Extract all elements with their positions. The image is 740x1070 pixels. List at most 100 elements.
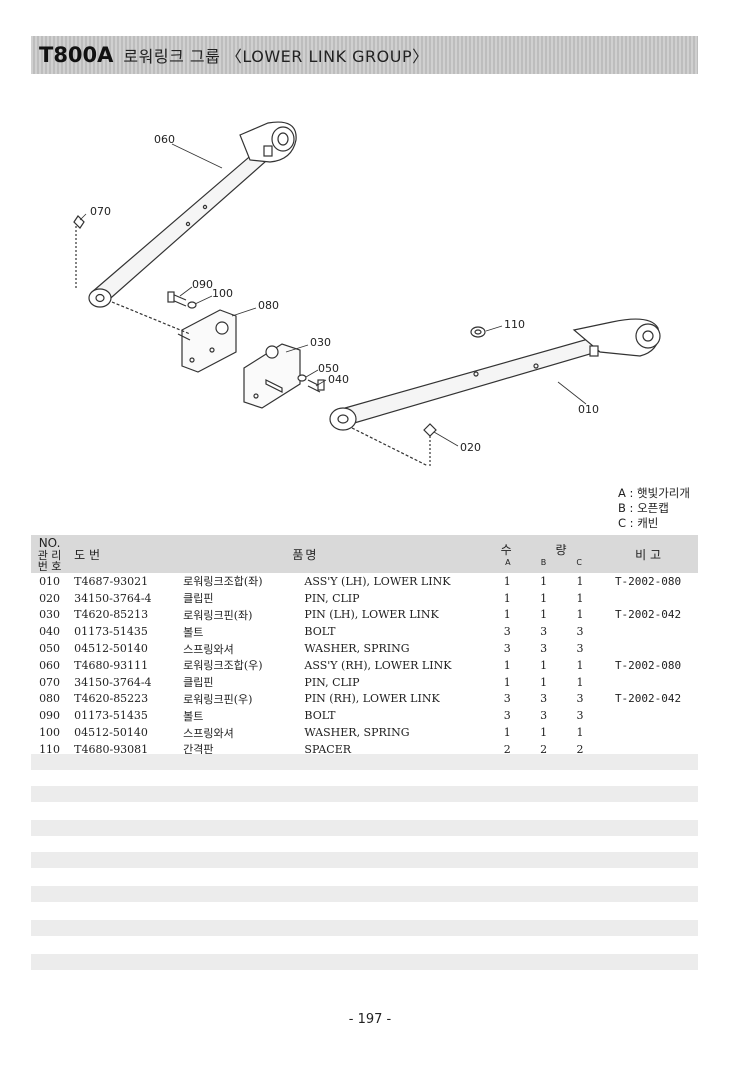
- cell-a: 1: [503, 658, 511, 672]
- cell-b: 3: [540, 709, 548, 723]
- cell-b: 3: [540, 642, 548, 656]
- cell-a: 1: [503, 608, 511, 622]
- clip-pin-part-070: [73, 215, 85, 288]
- cell-part: 01173-51435: [74, 709, 148, 723]
- cell-kor: 볼트: [183, 709, 204, 723]
- cell-rem: T-2002-042: [614, 692, 682, 706]
- lower-link-pin-rh-part: [111, 301, 237, 373]
- cell-rem: T-2002-042: [614, 608, 682, 622]
- callout-080: 080: [258, 299, 279, 312]
- cell-kor: 스프링와셔: [183, 726, 234, 740]
- legend-b: B : 오픈캡: [618, 501, 669, 515]
- cell-no: 050: [39, 642, 61, 656]
- callout-070: 070: [90, 205, 111, 218]
- header-name-1: 품: [183, 535, 305, 573]
- cell-kor: 로워링크조합(우): [183, 659, 263, 673]
- cell-desc: SPACER: [304, 742, 352, 756]
- parts-table-header: NO. 관 리 번 호 도 번 품 명 수 량 A B C 비 고: [31, 535, 698, 573]
- cell-desc: WASHER, SPRING: [304, 642, 410, 656]
- header-part-number: 도 번: [68, 535, 184, 573]
- cell-b: 1: [540, 675, 548, 689]
- cell-b: 3: [540, 692, 548, 706]
- blank-row-band: [31, 886, 698, 902]
- cell-part: 34150-3764-4: [74, 675, 152, 689]
- cell-a: 1: [503, 591, 511, 605]
- cell-rem: [598, 707, 698, 724]
- cell-no: 020: [39, 591, 61, 605]
- blank-row-band: [31, 852, 698, 868]
- model-code: T800A: [39, 43, 114, 67]
- cell-part: T4620-85213: [74, 608, 149, 622]
- header-remarks: 비 고: [598, 535, 698, 573]
- exploded-parts-diagram: 060 070 090 100 080 030 050 040 110 010 …: [73, 121, 661, 467]
- blank-row-band: [31, 954, 698, 970]
- cell-kor: 로워링크핀(좌): [183, 608, 253, 622]
- cell-part: 04512-50140: [74, 726, 148, 740]
- callout-100: 100: [212, 287, 233, 300]
- cell-a: 3: [503, 642, 511, 656]
- cell-c: 3: [576, 642, 584, 656]
- cell-desc: PIN (LH), LOWER LINK: [304, 608, 439, 622]
- cell-kor: 클립핀: [183, 592, 214, 606]
- cell-b: 1: [540, 658, 548, 672]
- cab-type-legend: A : 햇빛가리개 B : 오픈캡 C : 캐빈: [618, 486, 690, 531]
- spacer-part-110: [470, 326, 486, 338]
- cell-a: 3: [503, 709, 511, 723]
- cell-desc: BOLT: [304, 625, 336, 639]
- cell-rem: T-2002-080: [614, 658, 682, 672]
- cell-no: 040: [39, 625, 61, 639]
- lower-link-rh-part: [88, 121, 297, 308]
- cell-no: 030: [39, 608, 61, 622]
- cell-no: 110: [39, 742, 61, 756]
- cell-no: 010: [39, 574, 61, 588]
- bolt-part-090: [167, 291, 197, 309]
- cell-a: 3: [503, 692, 511, 706]
- cell-part: 34150-3764-4: [74, 591, 152, 605]
- cell-c: 3: [576, 692, 584, 706]
- cell-a: 1: [503, 574, 511, 588]
- blank-row-band: [31, 920, 698, 936]
- cell-desc: ASS'Y (LH), LOWER LINK: [304, 574, 451, 588]
- header-name-2: 명: [304, 535, 489, 573]
- cell-desc: BOLT: [304, 709, 336, 723]
- blank-row-band: [31, 786, 698, 802]
- callout-030: 030: [310, 336, 331, 349]
- cell-a: 1: [503, 726, 511, 740]
- header-mgmt: 관 리 번 호: [37, 549, 62, 573]
- table-row: 030 T4620-85213 로워링크핀(좌) PIN (LH), LOWER LI…: [31, 607, 698, 624]
- page-header: T800A 로워링크 그룹 〈LOWER LINK GROUP〉: [31, 36, 698, 74]
- callout-110: 110: [504, 318, 525, 331]
- page-number: - 197 -: [348, 1012, 392, 1027]
- cell-desc: ASS'Y (RH), LOWER LINK: [304, 658, 452, 672]
- cell-c: 1: [576, 675, 584, 689]
- cell-b: 1: [540, 726, 548, 740]
- leader-lines: [79, 143, 587, 447]
- legend-c: C : 캐빈: [618, 516, 659, 530]
- cell-c: 2: [576, 742, 584, 756]
- cell-rem: [598, 590, 698, 607]
- cell-c: 1: [576, 591, 584, 605]
- cell-rem: [598, 640, 698, 657]
- cell-part: T4680-93111: [74, 658, 149, 672]
- cell-c: 1: [576, 608, 584, 622]
- cell-part: 01173-51435: [74, 625, 148, 639]
- callout-060: 060: [154, 133, 175, 146]
- cell-a: 2: [503, 742, 511, 756]
- cell-kor: 로워링크조합(좌): [183, 575, 263, 589]
- cell-part: T4680-93081: [74, 742, 149, 756]
- lower-link-pin-lh-part: [243, 343, 301, 409]
- callout-050: 050: [318, 362, 339, 375]
- callout-010: 010: [578, 403, 599, 416]
- cell-a: 3: [503, 625, 511, 639]
- cell-c: 3: [576, 625, 584, 639]
